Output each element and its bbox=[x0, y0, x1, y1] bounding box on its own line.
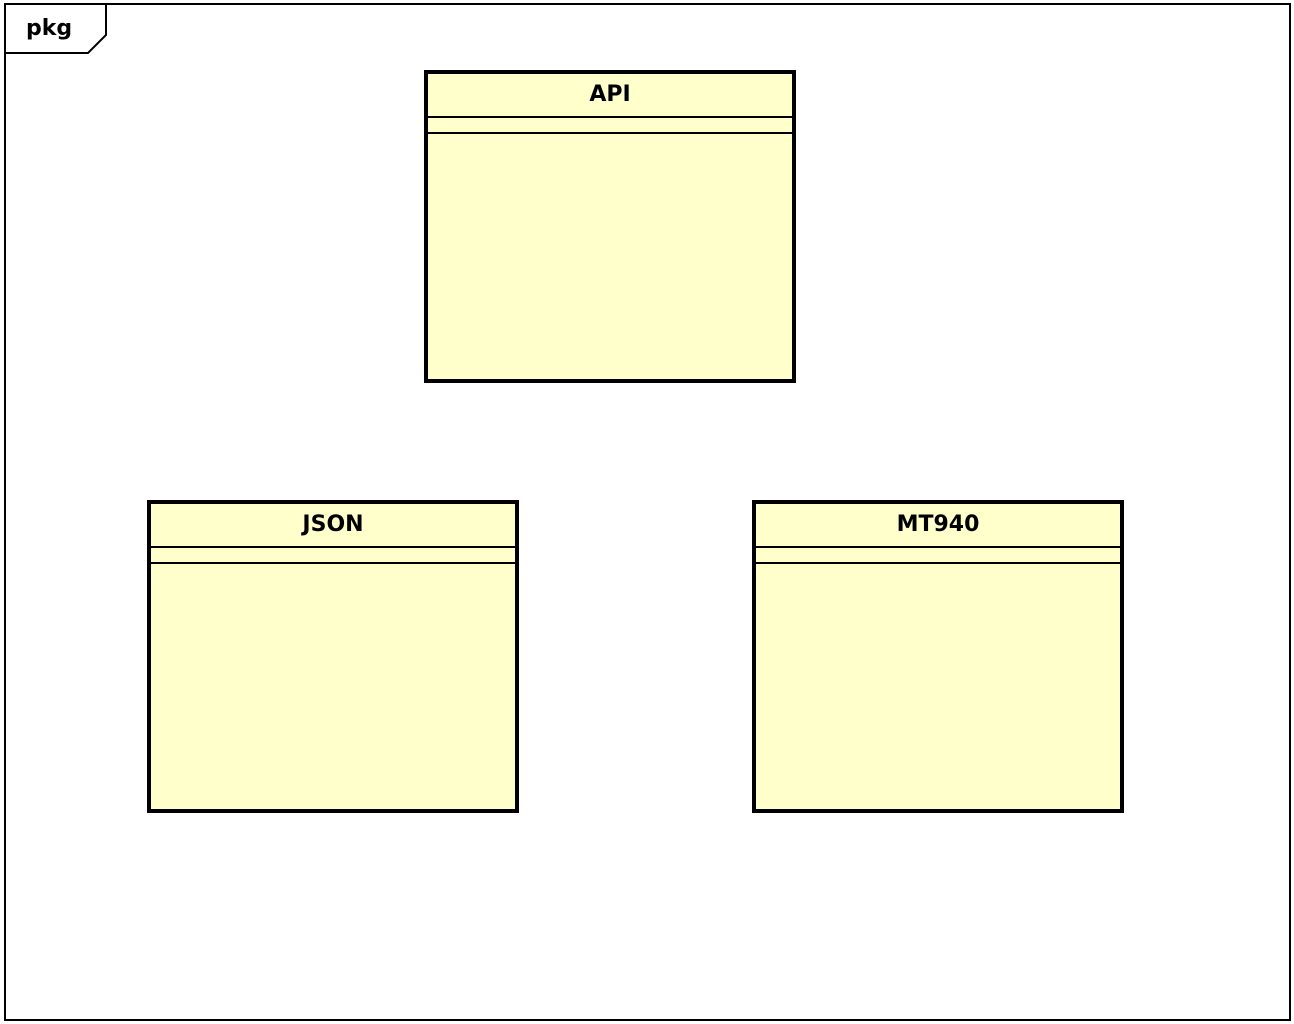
class-box-json[interactable]: JSON bbox=[147, 500, 519, 813]
class-box-mt940[interactable]: MT940 bbox=[752, 500, 1124, 813]
class-name: MT940 bbox=[756, 504, 1120, 548]
class-name: API bbox=[428, 74, 792, 118]
frame-label: pkg bbox=[26, 16, 73, 41]
class-operations-compartment bbox=[151, 564, 515, 809]
class-operations-compartment bbox=[756, 564, 1120, 809]
class-attributes-compartment bbox=[756, 548, 1120, 564]
class-attributes-compartment bbox=[151, 548, 515, 564]
class-box-api[interactable]: API bbox=[424, 70, 796, 383]
class-operations-compartment bbox=[428, 134, 792, 379]
class-name: JSON bbox=[151, 504, 515, 548]
class-attributes-compartment bbox=[428, 118, 792, 134]
